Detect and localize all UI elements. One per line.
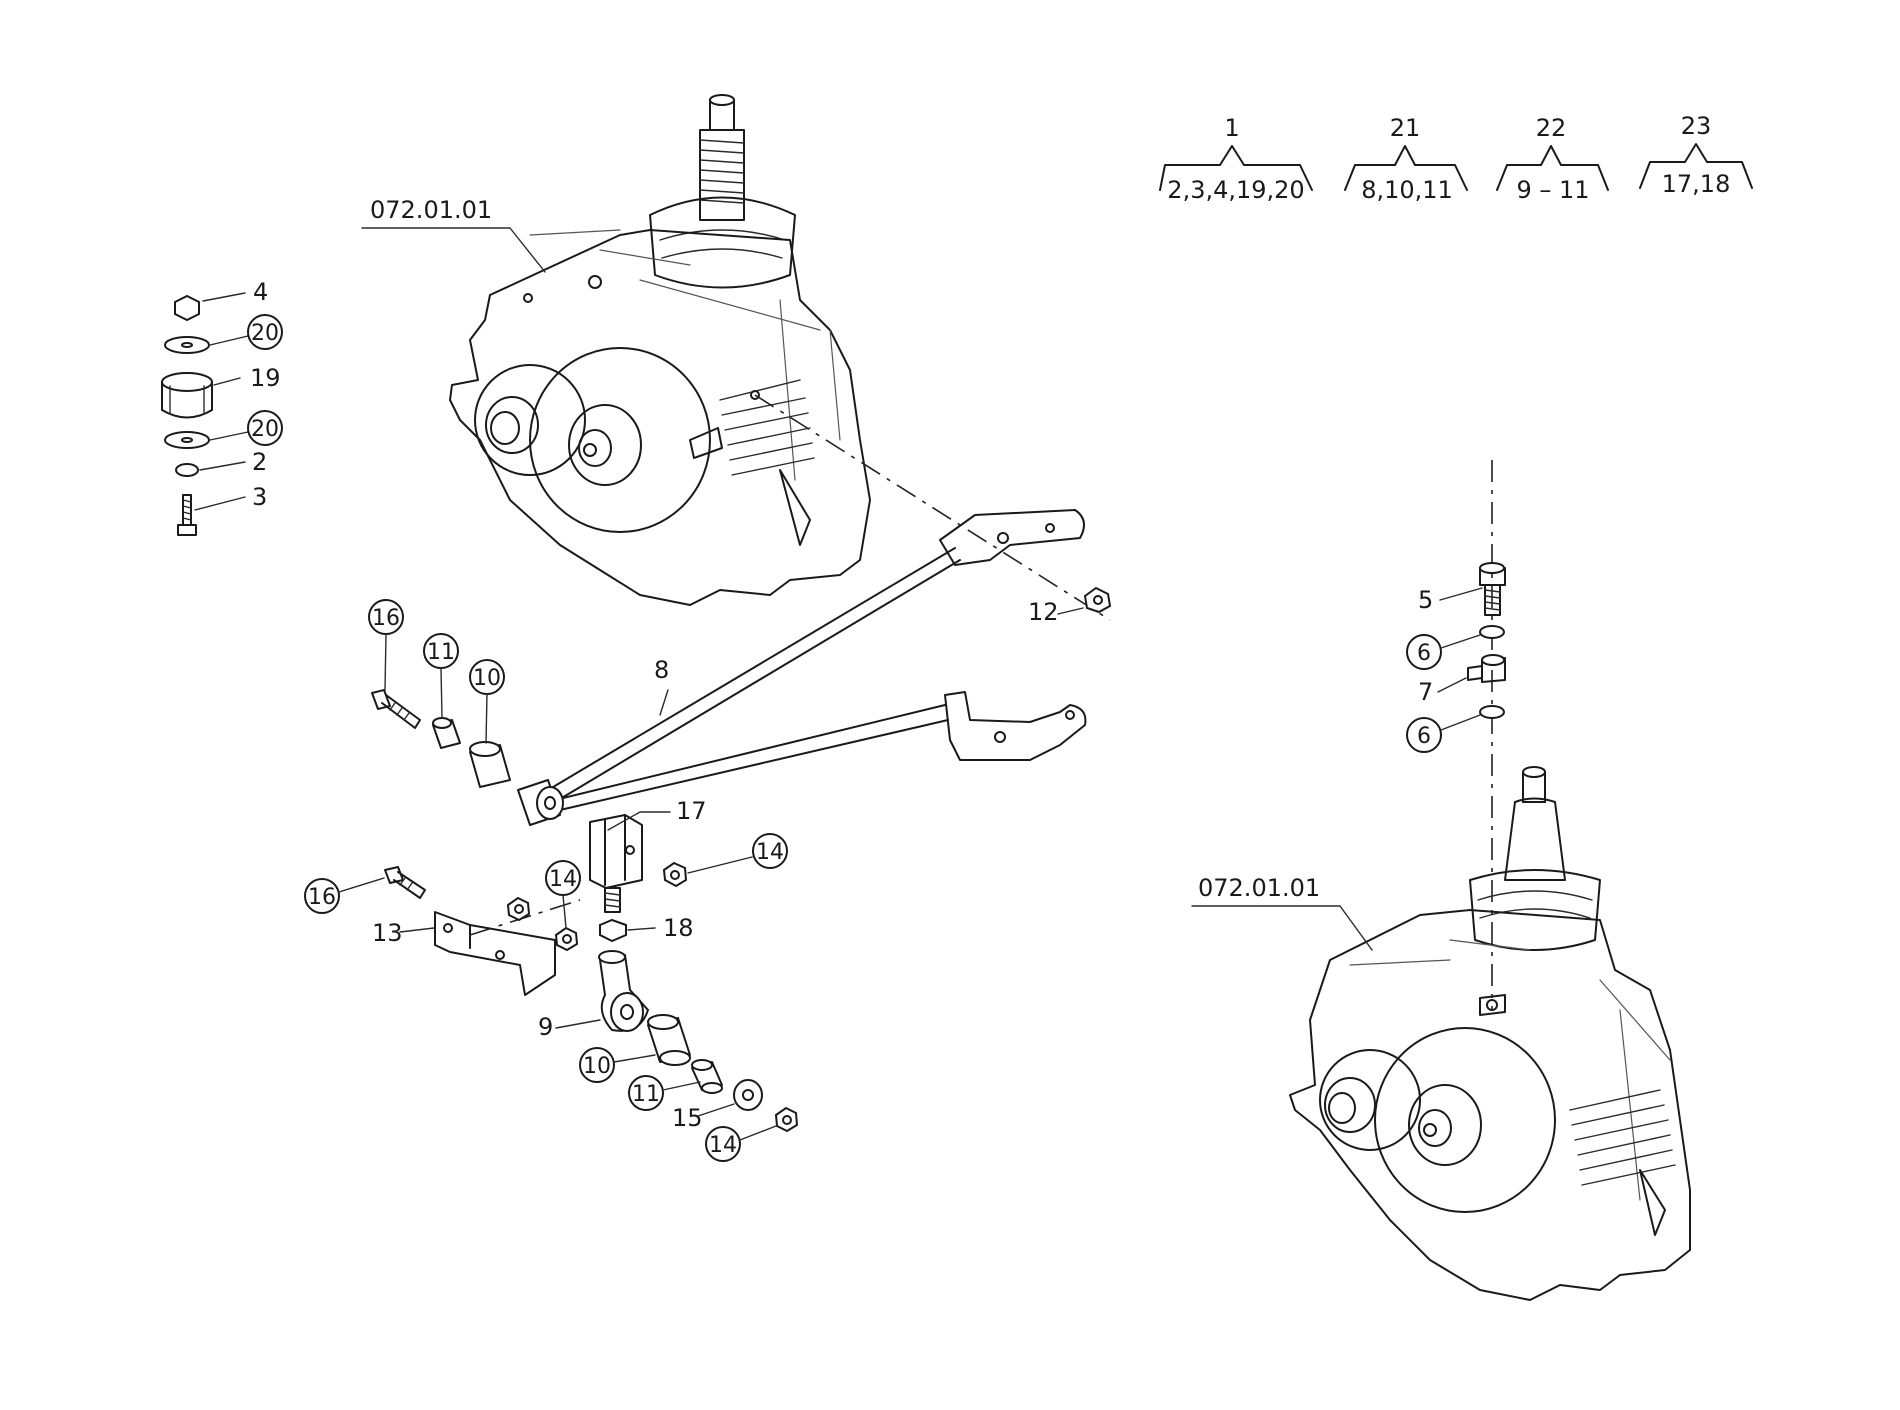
bracket-13	[384, 866, 579, 996]
svg-text:12: 12	[1028, 598, 1059, 626]
callout-2: 2	[199, 448, 267, 476]
drawing-ref-label: 072.01.01	[1198, 874, 1320, 902]
rod-end-9	[598, 950, 649, 1032]
callout-13: 13	[372, 919, 435, 947]
kit-contents: 9 – 11	[1516, 176, 1589, 204]
screw-stack	[1467, 562, 1506, 719]
svg-text:20: 20	[251, 321, 279, 346]
svg-text:17: 17	[676, 797, 707, 825]
callout-20a: 20	[209, 314, 283, 350]
nut-14a: 14	[662, 833, 788, 888]
svg-text:4: 4	[253, 278, 268, 306]
spacer-11b	[691, 1059, 723, 1094]
gearbox-bottom	[1289, 766, 1691, 1301]
drawing-ref-top: 072.01.01	[361, 196, 546, 273]
drawing-ref-bottom: 072.01.01	[1191, 874, 1373, 951]
kit-bracket	[1639, 143, 1753, 189]
callout-3: 3	[194, 483, 267, 511]
callout-7: 7	[1418, 677, 1467, 706]
callout-19: 19	[213, 364, 281, 392]
svg-text:5: 5	[1418, 586, 1433, 614]
callout-11a: 11	[423, 633, 459, 719]
clevis-17	[589, 814, 643, 943]
kit-id: 23	[1681, 112, 1712, 140]
kit-group-1: 1 2,3,4,19,20	[1159, 114, 1313, 204]
svg-text:10: 10	[583, 1054, 611, 1079]
kit-id: 21	[1390, 114, 1421, 142]
callout-14c: 14	[705, 1125, 777, 1162]
svg-text:14: 14	[756, 840, 784, 865]
svg-text:14: 14	[709, 1133, 737, 1158]
callout-18: 18	[627, 914, 694, 942]
svg-text:16: 16	[372, 606, 400, 631]
drawing-ref-label: 072.01.01	[370, 196, 492, 224]
washer-20	[164, 336, 210, 354]
washer-2	[175, 463, 199, 477]
mount-stack	[161, 294, 213, 536]
svg-text:9: 9	[538, 1013, 553, 1041]
washer-15	[733, 1079, 763, 1111]
gearbox-top	[449, 94, 871, 606]
callout-17: 17	[607, 797, 707, 831]
svg-text:3: 3	[252, 483, 267, 511]
callout-10a: 10	[469, 659, 505, 744]
svg-text:7: 7	[1418, 678, 1433, 706]
bushing-19	[161, 381, 213, 419]
kit-group-21: 21 8,10,11	[1344, 114, 1468, 204]
washer-20	[164, 431, 210, 449]
callout-9: 9	[538, 1013, 601, 1041]
callout-16b: 16	[304, 877, 385, 914]
callout-11b: 11	[628, 1075, 701, 1111]
linkage-rod-8	[547, 509, 1087, 811]
svg-text:6: 6	[1417, 641, 1431, 666]
kit-contents: 8,10,11	[1361, 176, 1453, 204]
callout-4: 4	[202, 278, 268, 306]
kit-contents: 2,3,4,19,20	[1167, 176, 1304, 204]
rod-end-upper	[371, 689, 564, 826]
kit-bracket	[1344, 145, 1468, 191]
svg-text:14: 14	[549, 867, 577, 892]
kit-bracket	[1159, 145, 1313, 191]
svg-text:18: 18	[663, 914, 694, 942]
centerline	[754, 394, 1111, 621]
nut-14c	[774, 1106, 799, 1133]
svg-text:13: 13	[372, 919, 403, 947]
svg-text:11: 11	[632, 1082, 660, 1107]
callout-8: 8	[654, 656, 669, 716]
nut-12: 12	[1028, 586, 1112, 626]
callout-15: 15	[672, 1103, 735, 1132]
kit-group-22: 22 9 – 11	[1496, 114, 1609, 204]
callout-5: 5	[1418, 586, 1483, 614]
callout-16a: 16	[368, 599, 404, 691]
kit-group-23: 23 17,18	[1639, 112, 1753, 198]
svg-text:10: 10	[473, 666, 501, 691]
callout-20b: 20	[209, 410, 283, 446]
svg-text:11: 11	[427, 640, 455, 665]
kit-id: 22	[1536, 114, 1567, 142]
svg-text:2: 2	[252, 448, 267, 476]
svg-text:20: 20	[251, 417, 279, 442]
callout-10b: 10	[579, 1047, 656, 1083]
svg-text:8: 8	[654, 656, 669, 684]
bushing-10b	[647, 1014, 691, 1066]
svg-text:15: 15	[672, 1104, 703, 1132]
kit-contents: 17,18	[1662, 170, 1731, 198]
kit-bracket	[1496, 145, 1609, 191]
washer-6	[1479, 625, 1505, 639]
svg-text:6: 6	[1417, 724, 1431, 749]
callout-6b: 6	[1406, 714, 1481, 753]
washer-6	[1479, 705, 1505, 719]
bolt-3	[182, 494, 192, 526]
kit-id: 1	[1224, 114, 1239, 142]
svg-text:19: 19	[250, 364, 281, 392]
callout-14b: 14	[545, 860, 581, 929]
callout-6a: 6	[1406, 634, 1481, 670]
nut-4	[174, 294, 200, 322]
svg-text:16: 16	[308, 885, 336, 910]
